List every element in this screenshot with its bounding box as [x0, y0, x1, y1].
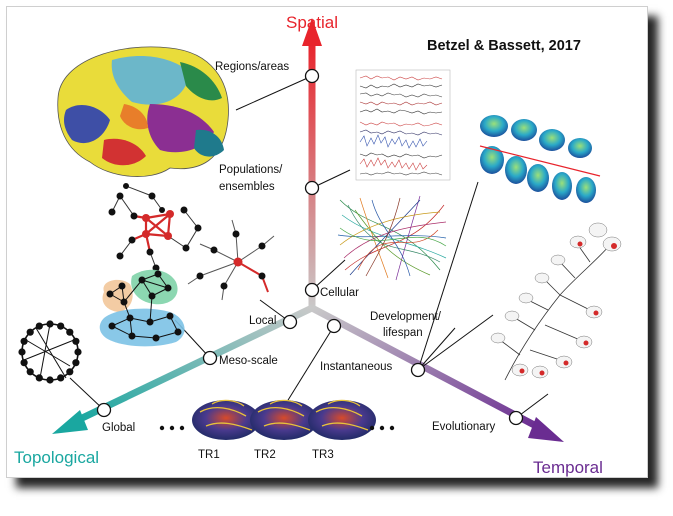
ring-node	[66, 328, 74, 336]
label-development-1: Development/	[370, 311, 442, 323]
citation: Betzel & Bassett, 2017	[427, 38, 581, 54]
spatial-axis-label: Spatial	[286, 13, 338, 32]
developmental-brains-image	[479, 115, 601, 203]
ring-node	[72, 359, 80, 367]
node-global	[96, 402, 112, 418]
topological-axis-label: Topological	[14, 448, 99, 467]
label-populations-2: ensembles	[219, 181, 275, 193]
node-meso	[202, 350, 218, 366]
label-evolutionary: Evolutionary	[432, 421, 496, 433]
brain-tr3	[308, 399, 376, 440]
phylogenetic-tree-image	[490, 222, 622, 381]
label-regions: Regions/areas	[215, 61, 289, 73]
label-global: Global	[102, 422, 135, 434]
ring-node	[66, 368, 74, 376]
label-tr3: TR3	[312, 449, 334, 461]
label-populations-1: Populations/	[219, 164, 283, 176]
ring-node	[57, 322, 65, 330]
node-development	[410, 362, 426, 378]
label-development-2: lifespan	[383, 327, 423, 339]
node-instantaneous	[326, 318, 342, 334]
label-cellular: Cellular	[320, 287, 359, 299]
ring-node	[20, 337, 28, 345]
global-ring-network-graph	[18, 320, 82, 384]
ellipsis-dots	[159, 425, 395, 431]
ring-node	[74, 348, 82, 356]
node-local	[282, 314, 298, 330]
brain-tr2	[250, 399, 318, 440]
ring-node	[18, 348, 26, 356]
temporal-axis-label: Temporal	[533, 458, 603, 477]
topological-axis	[52, 304, 314, 434]
spatial-arrowhead	[302, 18, 322, 46]
temporal-arrowhead	[528, 417, 564, 442]
node-populations	[304, 180, 320, 196]
ring-node	[46, 320, 54, 328]
neuron-reconstruction-image	[337, 195, 447, 281]
ring-node	[35, 374, 43, 382]
temporal-axis	[310, 304, 564, 442]
rich-club-network-graph	[108, 183, 202, 272]
ring-node	[46, 376, 54, 384]
ring-node	[26, 328, 34, 336]
label-local: Local	[249, 315, 277, 327]
ring-node	[26, 368, 34, 376]
neural-population-recordings	[355, 69, 451, 181]
node-regions	[304, 68, 320, 84]
brain-tr1	[192, 399, 260, 440]
label-meso: Meso-scale	[219, 355, 278, 367]
label-tr2: TR2	[254, 449, 276, 461]
spatial-axis	[302, 18, 322, 308]
modular-network-graph	[99, 269, 185, 347]
ring-node	[57, 374, 65, 382]
topological-arrowhead	[52, 410, 88, 434]
local-network-graph	[187, 219, 275, 301]
ring-node	[20, 359, 28, 367]
node-cellular	[304, 282, 320, 298]
label-tr1: TR1	[198, 449, 220, 461]
label-instantaneous: Instantaneous	[320, 361, 393, 373]
dynamic-brain-timeseries: TR1 TR2 TR3	[159, 399, 395, 461]
node-labels: Regions/areas Populations/ ensembles Cel…	[102, 61, 496, 434]
ring-node	[72, 337, 80, 345]
ring-node	[35, 322, 43, 330]
node-evolutionary	[508, 410, 524, 426]
axis-nodes	[96, 68, 524, 426]
parcellated-brain-image	[57, 46, 229, 177]
